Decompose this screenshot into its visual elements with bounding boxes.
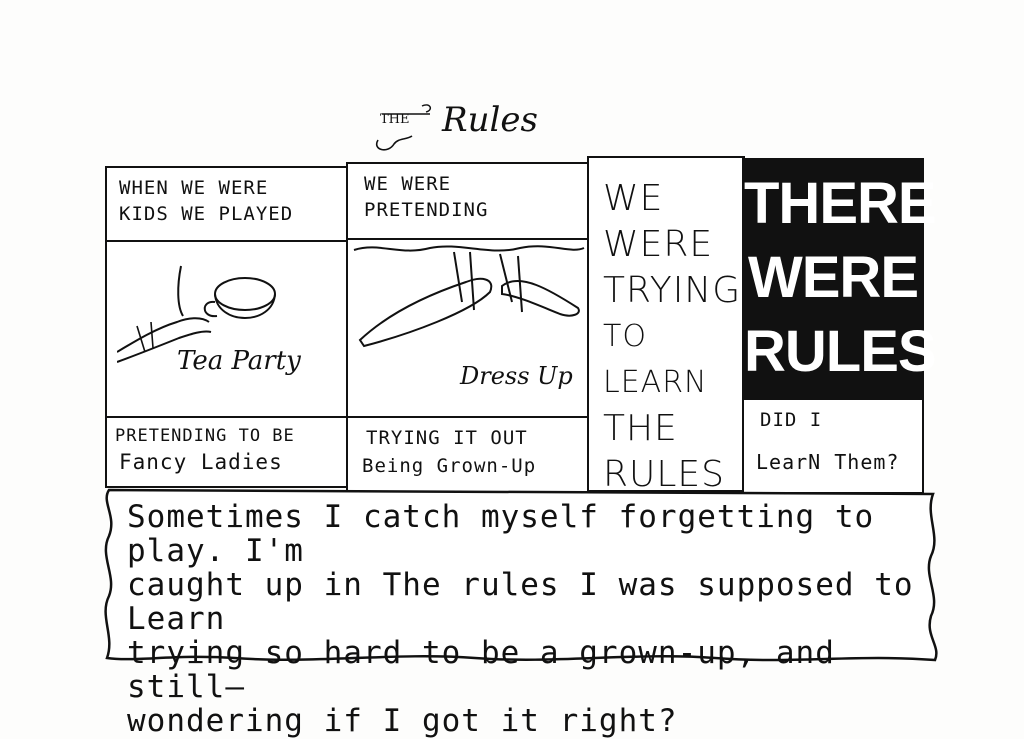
title-main: Rules <box>442 100 538 140</box>
teacup-hand-icon <box>117 265 276 363</box>
bottom-caption-box: Sometimes I catch myself forgetting to p… <box>95 486 945 738</box>
panel3-line-4: TO LEARN <box>603 319 708 400</box>
page-title: THE Rules <box>372 100 572 156</box>
panel-tea-party: WHEN WE WERE KIDS WE PLAYED Tea Party PR… <box>105 166 350 488</box>
panel1-divider-bottom <box>107 416 348 418</box>
panel2-caption-line1: WE WERE <box>364 173 452 195</box>
title-flourish-icon <box>375 104 432 151</box>
panel3-line-1: WE <box>603 178 664 219</box>
panel1-caption-line2: KIDS WE PLAYED <box>119 203 294 225</box>
panel2-caption-line2: PRETENDING <box>364 199 489 221</box>
panel4-big-line-1: THERE <box>744 171 937 236</box>
panel2-divider-bottom <box>348 416 587 418</box>
high-heels-icon <box>353 245 585 348</box>
panel3-line-3: TRYING <box>603 270 742 311</box>
panel4-black-block <box>744 160 922 400</box>
panel1-caption-line1: WHEN WE WERE <box>119 177 269 199</box>
panel4-big-line-2: WERE <box>748 245 919 310</box>
bottom-line-2: caught up in The rules I was supposed to… <box>127 567 914 637</box>
panel1-bottom-line1: PRETENDING TO BE <box>115 426 295 446</box>
panel3-line-6: RULES <box>603 454 726 495</box>
bottom-line-4: wondering if I got it right? <box>127 703 678 739</box>
panel3-line-2: WERE <box>603 224 714 265</box>
panel2-illustration-label: Dress Up <box>460 362 573 390</box>
panel4-question-line2: LearN Them? <box>756 450 900 474</box>
panel3-line-5: THE <box>603 408 678 449</box>
title-prefix: THE <box>380 112 410 127</box>
bottom-line-1: Sometimes I catch myself forgetting to p… <box>127 499 875 569</box>
bottom-line-3: trying so hard to be a grown-up, and sti… <box>127 635 835 705</box>
panel2-bottom-line1: TRYING IT OUT <box>366 427 528 449</box>
panel1-illustration-label: Tea Party <box>177 346 301 376</box>
panel3-text-stack: WE WERE TRYING TO LEARN THE RULES <box>603 176 742 498</box>
panel-there-were-rules: THERE WERE RULES DID I LearN Them? <box>742 158 937 494</box>
bottom-caption-text: Sometimes I catch myself forgetting to p… <box>127 500 917 738</box>
panel2-divider-top <box>348 238 587 240</box>
panel1-bottom-line2: Fancy Ladies <box>119 450 283 474</box>
panel4-big-line-3: RULES <box>744 319 937 384</box>
wavy-border-icon <box>104 488 938 662</box>
panel4-question-line1: DID I <box>760 409 823 431</box>
panel2-bottom-line2: Being Grown-Up <box>362 455 537 477</box>
panel-trying-to-learn: WE WERE TRYING TO LEARN THE RULES <box>587 156 745 495</box>
panel1-divider-top <box>107 240 348 242</box>
panel-dress-up: WE WERE PRETENDING Dress Up TRYING IT OU… <box>346 162 589 496</box>
